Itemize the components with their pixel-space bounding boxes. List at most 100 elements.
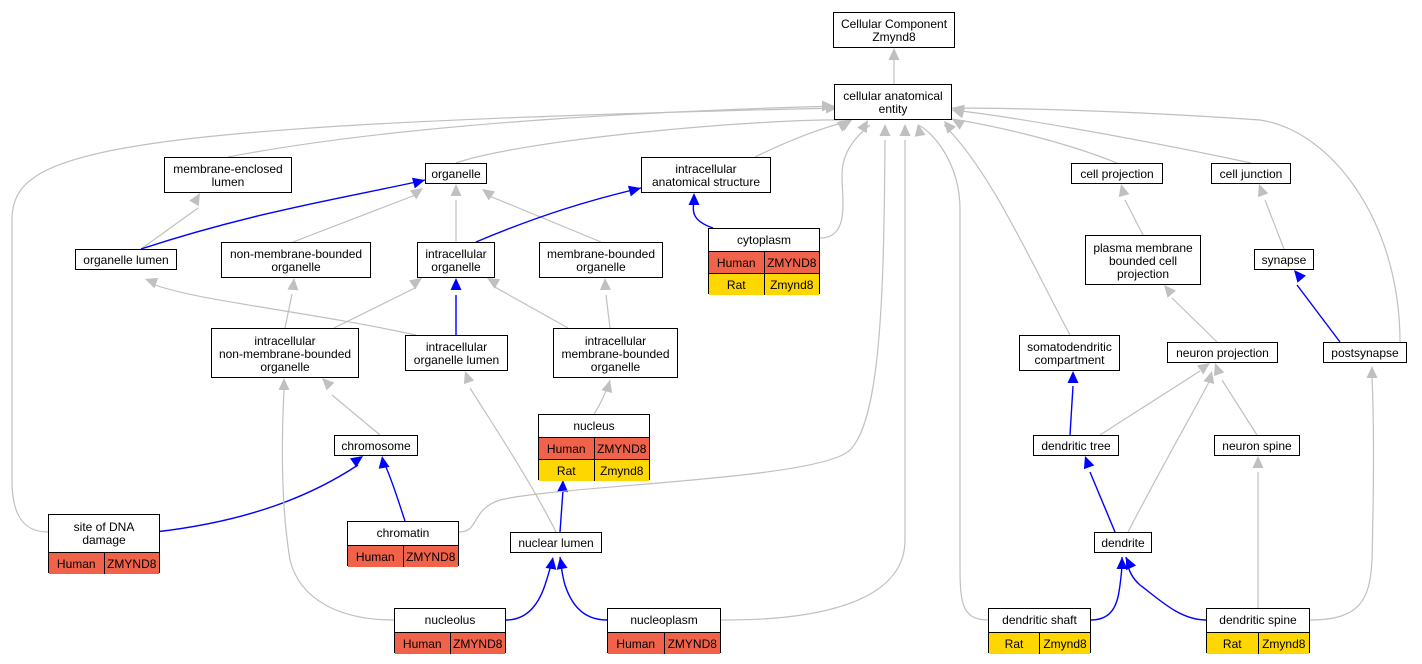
edge-27 [943,124,1071,336]
node-cellular-component-zmynd8[interactable]: Cellular Component Zmynd8 [833,12,955,48]
node-cell-projection[interactable]: cell projection [1071,163,1163,184]
node-membrane-enclosed-lumen[interactable]: membrane-enclosed lumen [164,157,292,193]
node-label: membrane-bounded organelle [546,247,656,274]
node-intracellular-organelle-lumen[interactable]: intracellular organelle lumen [405,335,508,371]
edge-44 [559,556,608,621]
node-non-membrane-bounded-organelle[interactable]: non-membrane-bounded organelle [221,242,371,278]
edge-arrowhead-24 [1197,363,1210,375]
node-label: nuclear lumen [518,536,594,550]
node-dendritic-tree[interactable]: dendritic tree [1033,435,1119,456]
node-synapse[interactable]: synapse [1254,249,1314,270]
node-neuron-projection[interactable]: neuron projection [1167,342,1278,363]
node-label: cytoplasm [736,232,792,247]
edge-arrowhead-46 [1126,557,1137,571]
edge-arrowhead-23 [1067,371,1079,383]
gene-symbol: ZMYND8 [402,546,459,567]
edge-arrowhead-25 [1213,363,1225,377]
node-neuron-spine[interactable]: neuron spine [1214,435,1300,456]
edge-arrowhead-38 [879,124,891,136]
node-nuclear-lumen[interactable]: nuclear lumen [510,532,602,553]
edge-arrowhead-33 [557,480,569,493]
node-label: dendritic tree [1041,439,1111,453]
edge-arrowhead-26 [1164,285,1176,298]
gene-symbol: ZMYND8 [763,252,820,273]
edge-3 [754,120,851,158]
node-label: nucleolus [424,613,476,627]
edge-33 [559,489,564,533]
edge-31 [154,464,359,533]
edge-26 [1171,297,1218,343]
edge-arrowhead-8 [410,188,423,200]
gene-symbol: ZMYND8 [103,553,160,574]
edge-arrowhead-42 [914,124,926,137]
edge-46 [1125,556,1207,621]
edge-arrowhead-16 [1294,270,1306,283]
node-plasma-membrane-bounded-cell-projection[interactable]: plasma membrane bounded cell projection [1085,235,1201,285]
edge-5 [951,109,1252,164]
edge-42 [917,124,989,621]
edge-arrowhead-18 [409,278,422,290]
edge-arrowhead-4 [952,119,966,130]
node-label: non-membrane-bounded organelle [229,247,363,274]
edge-arrowhead-22 [599,278,611,291]
node-label: intracellular organelle [425,247,487,274]
edge-arrowhead-28 [952,104,965,116]
species-row-human: Human ZMYND8 [348,545,458,567]
node-organelle[interactable]: organelle [425,163,487,184]
node-postsynapse[interactable]: postsynapse [1323,342,1407,363]
node-label: intracellular non-membrane-bounded organ… [218,333,352,374]
node-cell-junction[interactable]: cell junction [1211,163,1291,184]
edge-arrowhead-15 [1257,184,1269,198]
edge-arrowhead-11 [627,185,641,197]
edge-arrowhead-0 [888,48,900,60]
gene-symbol: ZMYND8 [593,438,650,459]
node-chromosome[interactable]: chromosome [334,435,418,456]
species-name: Human [355,549,395,564]
node-intracellular-anatomical-structure[interactable]: intracellular anatomical structure [641,157,771,193]
node-label: postsynapse [1331,346,1399,360]
node-intracellular-membrane-bounded-organelle[interactable]: intracellular membrane-bounded organelle [553,328,678,378]
gene-symbol: ZMYND8 [663,633,721,654]
edge-47 [1309,377,1375,621]
edge-29 [331,394,381,436]
edge-23 [1069,385,1074,436]
edge-13 [819,124,871,239]
edge-22 [605,294,611,329]
edge-arrowhead-43 [545,557,557,570]
node-label: intracellular membrane-bounded organelle [561,333,670,374]
species-name: Rat [726,277,746,292]
species-name: Rat [556,463,576,478]
node-cellular-anatomical-entity[interactable]: cellular anatomical entity [834,84,952,120]
node-label: organelle [431,167,481,181]
species-name: Rat [1222,636,1242,651]
node-label: cellular anatomical entity [843,89,943,116]
node-label: site of DNA damage [73,519,135,547]
node-label: nucleus [573,418,615,433]
edge-arrowhead-34 [463,371,475,385]
edge-20 [149,282,417,336]
node-somatodendritic-compartment[interactable]: somatodendritic compartment [1019,335,1120,371]
node-organelle-lumen[interactable]: organelle lumen [75,249,177,270]
node-membrane-bounded-organelle[interactable]: membrane-bounded organelle [539,242,663,278]
node-dendrite[interactable]: dendrite [1094,532,1152,553]
edge-arrowhead-32 [378,456,390,469]
node-intracellular-organelle[interactable]: intracellular organelle [417,242,495,278]
edge-43 [505,559,554,621]
gene-symbol: Zmynd8 [1257,633,1310,654]
node-intracellular-non-membrane-bounded-organelle[interactable]: intracellular non-membrane-bounded organ… [211,328,359,378]
